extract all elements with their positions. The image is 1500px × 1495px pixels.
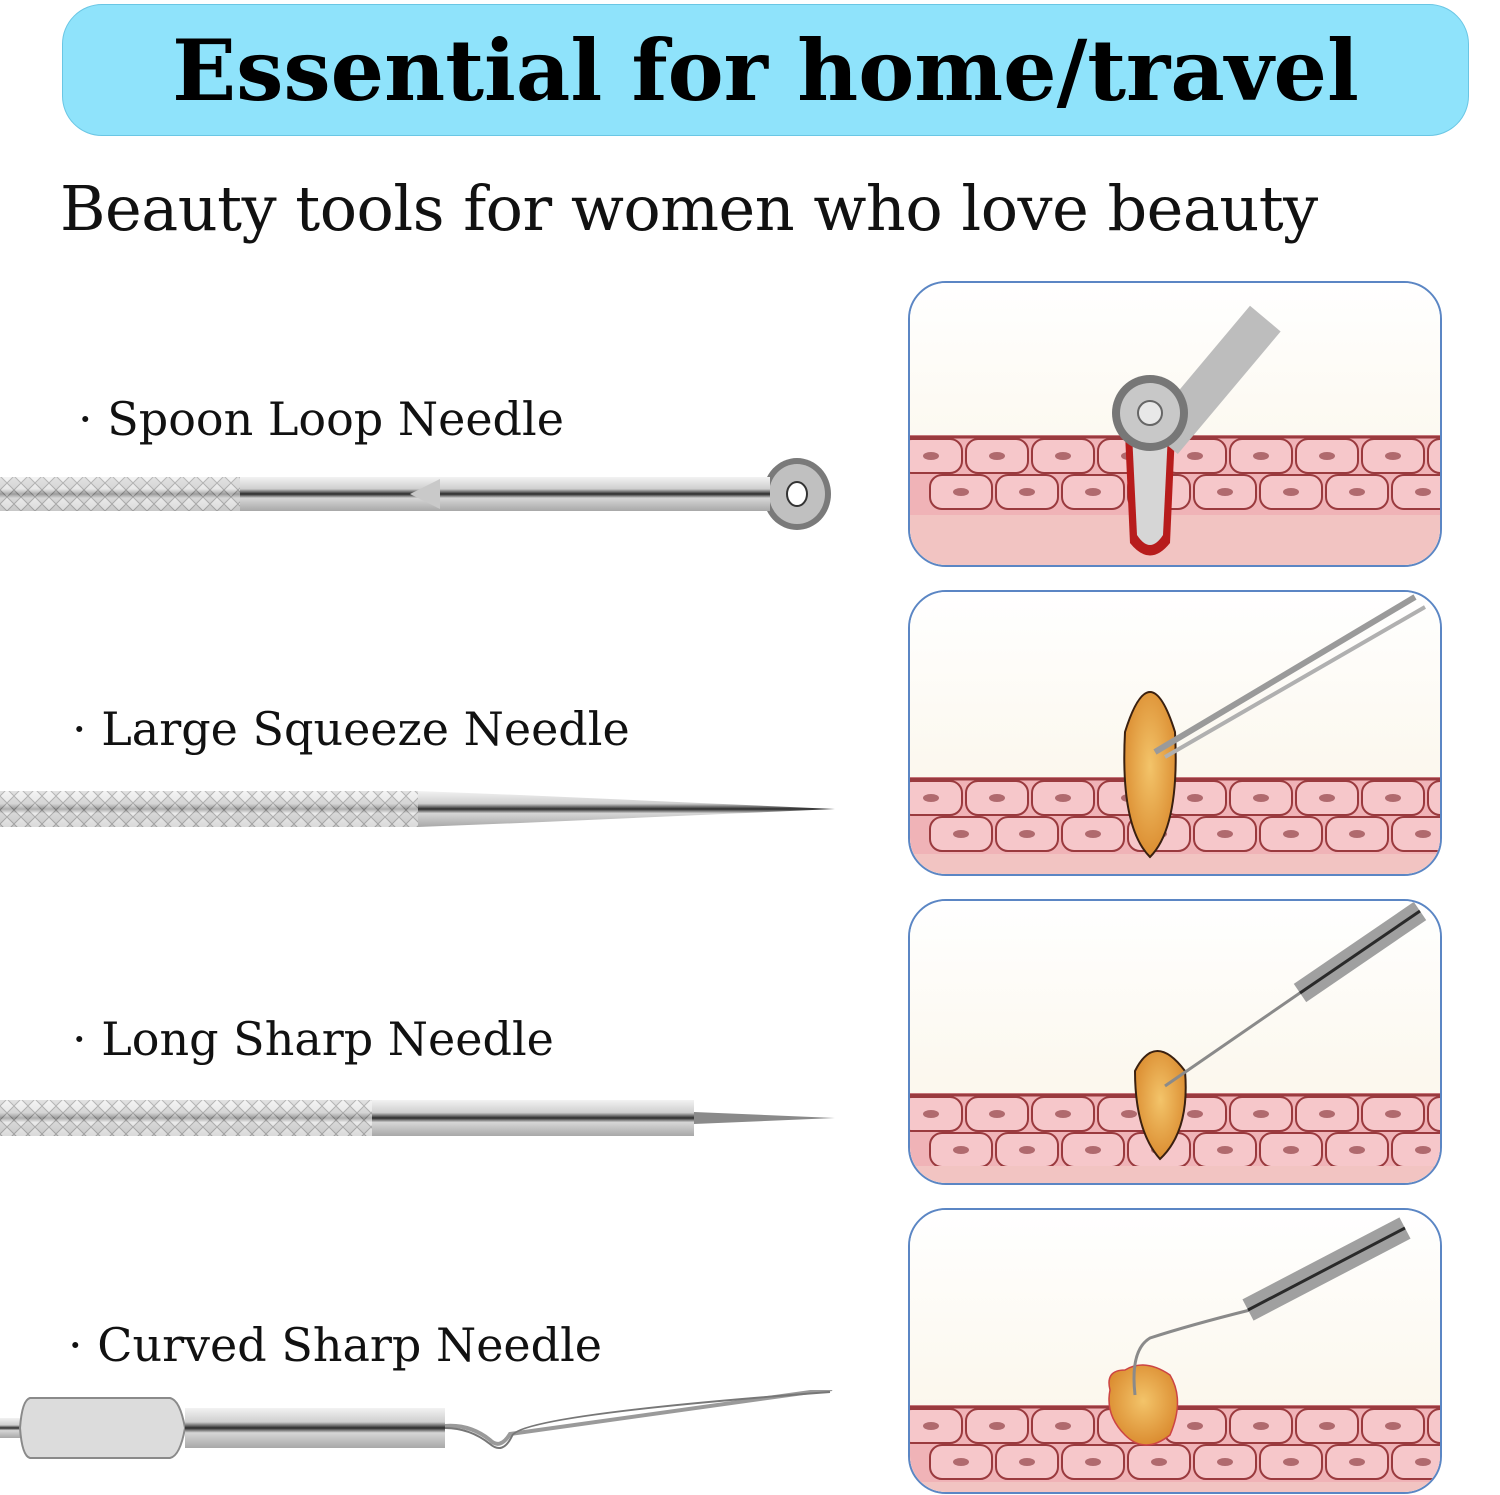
tool-label-spoon-loop: · Spoon Loop Needle (78, 392, 564, 446)
tool-label-large-squeeze: · Large Squeeze Needle (72, 702, 630, 756)
large-squeeze-needle-icon (0, 791, 835, 827)
tool-label-long-sharp: · Long Sharp Needle (72, 1012, 554, 1066)
curved-sharp-needle-icon (0, 1390, 833, 1459)
long-sharp-needle-icon (0, 1100, 835, 1136)
banner-title: Essential for home/travel (172, 20, 1359, 120)
spoon-loop-needle-icon (0, 458, 831, 530)
tool-label-curved-sharp: · Curved Sharp Needle (68, 1318, 603, 1372)
subtitle: Beauty tools for women who love beauty (60, 172, 1318, 245)
large-squeeze-extraction-illustration (908, 590, 1442, 876)
curved-sharp-extraction-illustration (908, 1208, 1442, 1494)
long-sharp-extraction-illustration (908, 899, 1442, 1185)
header-banner: Essential for home/travel (62, 4, 1469, 136)
spoon-loop-extraction-illustration (908, 281, 1442, 567)
